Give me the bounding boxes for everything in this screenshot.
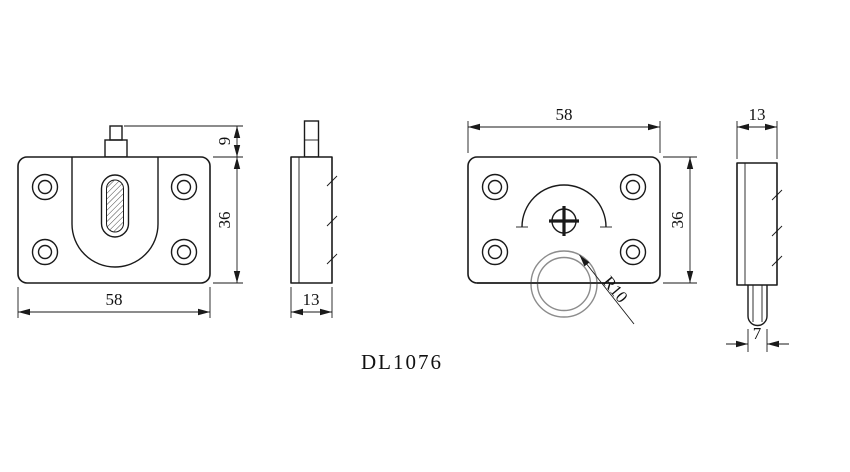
corner-hole xyxy=(619,173,647,201)
dimension-side-left-thickness: 13 xyxy=(290,287,333,318)
dimension-front-left-height: 36 xyxy=(213,156,243,284)
phillips-screw xyxy=(549,206,579,236)
front-view-right xyxy=(467,156,661,318)
spring-pin-side xyxy=(303,120,320,158)
dimension-front-right-height: 36 xyxy=(663,156,697,284)
corner-hole xyxy=(31,238,59,266)
edge-ticks xyxy=(326,175,338,265)
side-view-left xyxy=(290,120,338,284)
dim-label-width-front-left: 58 xyxy=(106,290,123,309)
dimension-front-left-width: 58 xyxy=(17,287,211,318)
corner-hole xyxy=(31,173,59,201)
edge-ticks xyxy=(771,189,783,267)
dim-label-height-front-right: 36 xyxy=(668,212,687,229)
dimension-side-right-thickness: 13 xyxy=(736,105,778,159)
corner-hole xyxy=(481,238,509,266)
latch-slot xyxy=(100,174,130,238)
dim-label-roller-width: 7 xyxy=(753,324,762,343)
dimension-pin-height: 9 xyxy=(124,125,243,157)
dim-label-thickness-side-left: 13 xyxy=(303,290,320,309)
dim-label-thickness-side-right: 13 xyxy=(749,105,766,124)
spring-pin xyxy=(104,125,128,158)
roller-wheel xyxy=(477,250,651,318)
corner-hole xyxy=(170,238,198,266)
dimension-front-right-width: 58 xyxy=(467,105,661,153)
roller-wheel-side xyxy=(747,285,768,327)
dimension-roller-width: 7 xyxy=(726,324,789,352)
body-side-roller xyxy=(736,162,778,286)
body-side xyxy=(290,156,333,284)
corner-hole xyxy=(481,173,509,201)
side-view-right xyxy=(736,162,783,327)
adjustment-arc xyxy=(516,184,612,228)
corner-hole xyxy=(619,238,647,266)
dim-label-width-front-right: 58 xyxy=(556,105,573,124)
dim-label-pin-height: 9 xyxy=(215,137,234,146)
pocket-outline xyxy=(71,157,159,268)
part-number: DL1076 xyxy=(361,350,443,374)
corner-hole xyxy=(170,173,198,201)
front-view-left xyxy=(17,125,211,284)
dim-label-height-front-left: 36 xyxy=(215,212,234,229)
